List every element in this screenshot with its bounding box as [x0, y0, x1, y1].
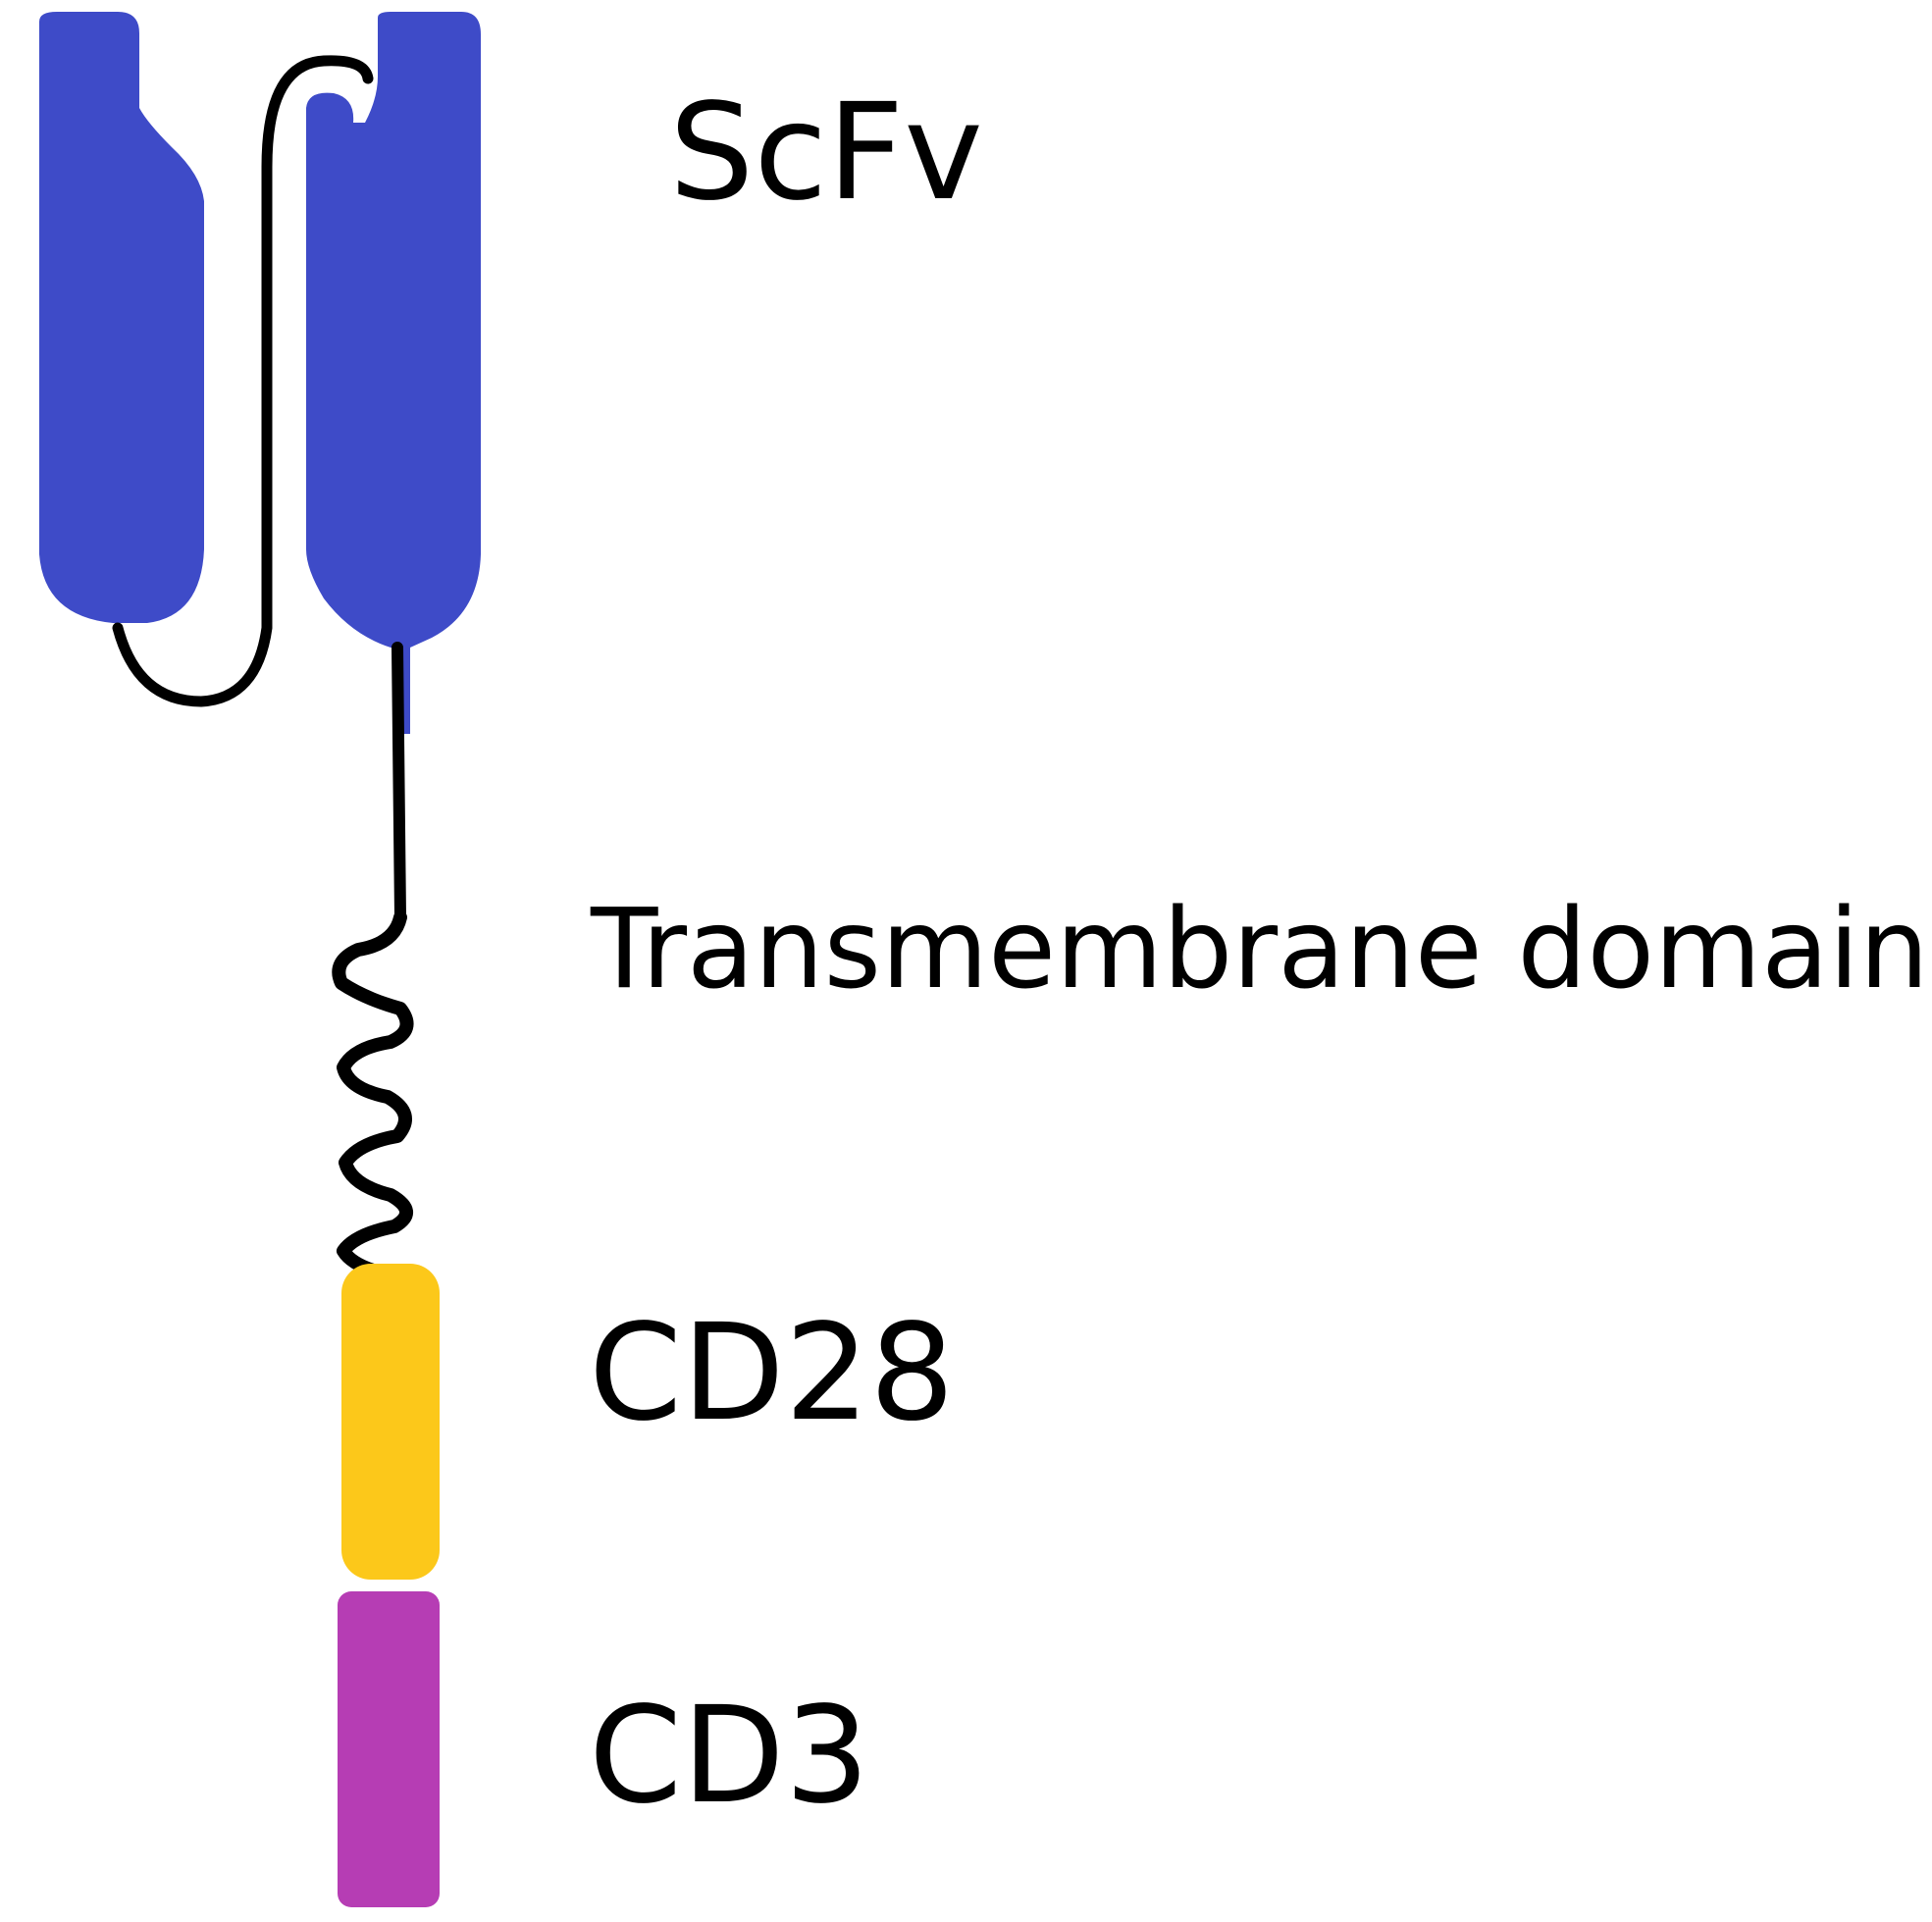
transmembrane-domain-label: Transmembrane domain [591, 886, 1929, 1013]
scfv-right-domain [306, 12, 481, 734]
cd28-label: CD28 [589, 1296, 955, 1451]
cd3-label: CD3 [589, 1679, 870, 1834]
transmembrane-coil [332, 910, 414, 1282]
scfv-label: ScFv [669, 76, 983, 231]
hinge-line [392, 642, 406, 923]
scfv-linker [112, 55, 374, 707]
cd3-segment [338, 1591, 440, 1907]
scfv-left-domain [39, 12, 204, 623]
cd28-segment [341, 1264, 440, 1580]
